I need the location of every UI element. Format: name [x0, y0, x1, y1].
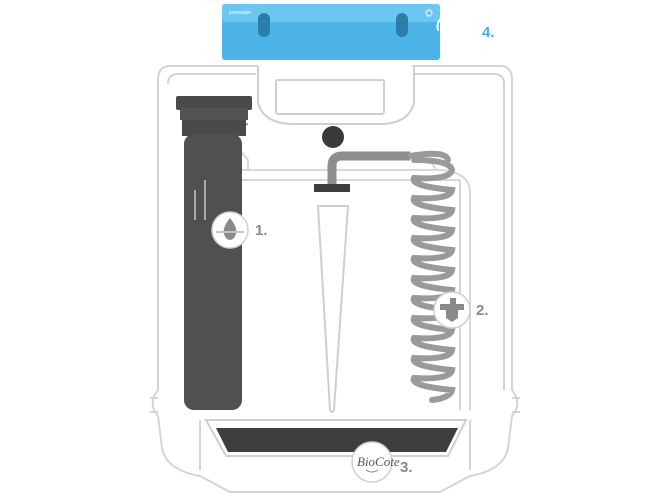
- housing-outline: [150, 65, 520, 493]
- display-housing: [257, 66, 415, 125]
- sensor-window-right: [396, 13, 408, 37]
- callout-1: 1.: [211, 211, 268, 249]
- power-indicator: [425, 9, 433, 17]
- callout-3: BioCote 3.: [351, 441, 413, 483]
- hands-wave-icon: [436, 11, 477, 47]
- callout-number-2: 2.: [476, 302, 489, 319]
- biocote-logo: BioCote: [357, 454, 400, 473]
- callout-number-3: 3.: [400, 459, 413, 476]
- sensor-panel: purewater: [222, 4, 440, 60]
- callout-number-1: 1.: [255, 222, 268, 239]
- spout-pipe: [314, 151, 410, 192]
- brand-text: purewater: [229, 10, 252, 16]
- filter-cartridge: [176, 96, 252, 410]
- callout-4: 4.: [436, 11, 495, 47]
- callout-number-4: 4.: [482, 24, 495, 41]
- coiled-tube: [407, 150, 456, 403]
- uv-cone: [316, 205, 350, 413]
- dispense-sensor: [322, 126, 344, 148]
- drip-tray: [204, 419, 468, 457]
- sensor-window-left: [258, 13, 270, 37]
- callout-2: 2.: [433, 291, 489, 329]
- biocote-label: BioCote: [357, 454, 400, 469]
- dispense-tap-icon: [440, 298, 464, 322]
- water-drop-icon: [216, 218, 244, 240]
